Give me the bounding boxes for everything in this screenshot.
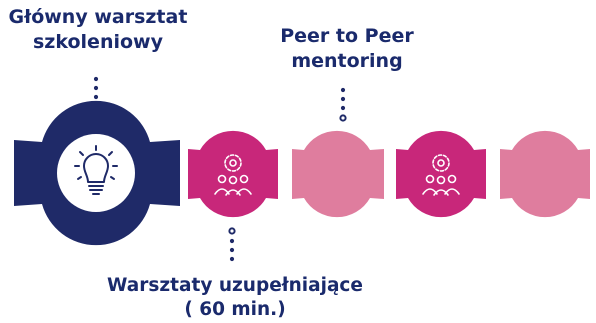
peer-mentoring-label-line1: Peer to Peer xyxy=(280,25,414,47)
supplementary-workshops-label-line1: Warsztaty uzupełniające xyxy=(107,275,363,296)
main-workshop-label: Główny warsztat szkoleniowy xyxy=(0,5,196,55)
node-peer-2 xyxy=(500,130,590,218)
peer-mentoring-label-line2: mentoring xyxy=(291,50,403,72)
team-gear-icon xyxy=(422,154,460,196)
peer-connector-dots xyxy=(339,87,347,122)
peer-mentoring-label: Peer to Peer mentoring xyxy=(252,24,442,74)
node-supplementary-2 xyxy=(396,130,486,218)
team-gear-icon xyxy=(214,154,252,196)
supplementary-connector-dots xyxy=(228,227,236,262)
supplementary-workshops-label: Warsztaty uzupełniające ( 60 min.) xyxy=(70,274,400,322)
lightbulb-icon xyxy=(74,145,118,195)
node-supplementary-1 xyxy=(188,130,278,218)
node-main-workshop xyxy=(14,100,180,246)
main-workshop-label-line2: szkoleniowy xyxy=(33,31,163,53)
supplementary-workshops-label-line2: ( 60 min.) xyxy=(184,299,286,320)
node-peer-1 xyxy=(292,130,384,218)
main-workshop-label-line1: Główny warsztat xyxy=(8,6,188,28)
